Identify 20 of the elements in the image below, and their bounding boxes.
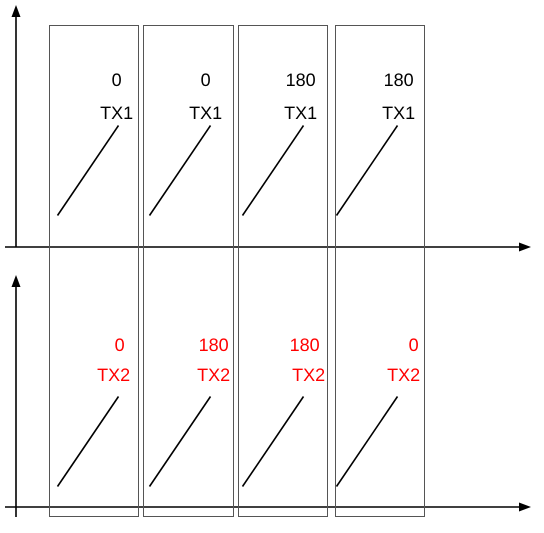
phase-label: 180 bbox=[290, 336, 320, 354]
phase-label: 0 bbox=[200, 70, 211, 89]
signal-label: TX1 bbox=[382, 104, 416, 122]
phase-label: 180 bbox=[198, 336, 229, 354]
signal-label: TX1 bbox=[189, 104, 222, 122]
phase-label: 180 bbox=[286, 70, 316, 89]
phase-label: 0 bbox=[112, 70, 122, 89]
slot-box bbox=[335, 25, 425, 517]
phase-label: 0 bbox=[408, 336, 419, 354]
signal-label: TX2 bbox=[387, 366, 420, 384]
slot-box bbox=[49, 25, 139, 517]
signal-label: TX1 bbox=[284, 104, 318, 122]
slot-box bbox=[143, 25, 234, 517]
signal-label: TX2 bbox=[197, 366, 230, 384]
slot-box bbox=[238, 25, 328, 517]
signal-label: TX1 bbox=[100, 104, 134, 122]
signal-label: TX2 bbox=[97, 366, 130, 384]
signal-label: TX2 bbox=[292, 366, 326, 384]
phase-label: 0 bbox=[114, 336, 125, 354]
phase-label: 180 bbox=[384, 70, 414, 89]
